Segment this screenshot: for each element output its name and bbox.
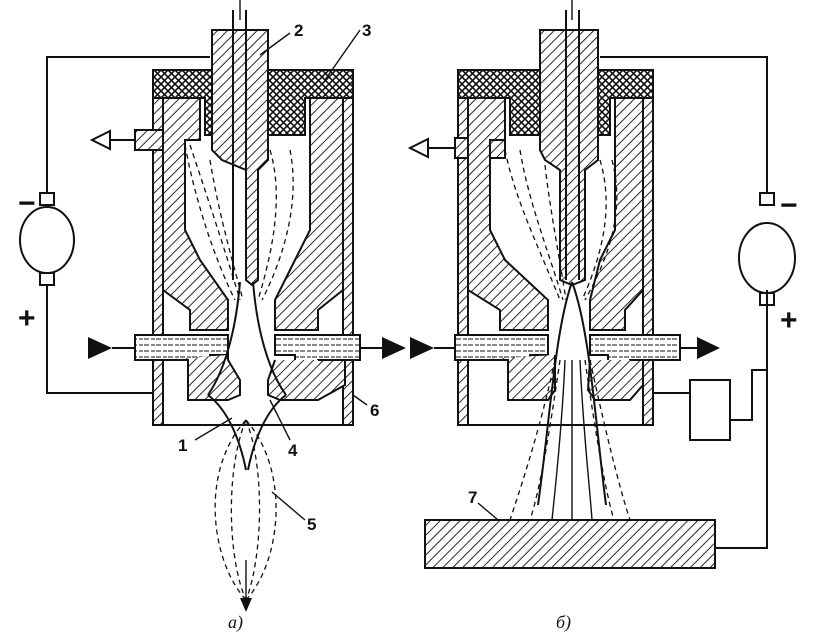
plasma-jet-b bbox=[509, 281, 631, 521]
circuit-a bbox=[19, 56, 210, 394]
water-out-arrow-a bbox=[382, 337, 406, 359]
electrode-a bbox=[211, 0, 269, 287]
leaders-a bbox=[194, 29, 368, 521]
label-5-jet: 5 bbox=[307, 515, 316, 534]
control-unit-box bbox=[689, 379, 731, 441]
label-1-electrode: 2 bbox=[294, 21, 303, 40]
label-3-insulator: 3 bbox=[362, 21, 371, 40]
minus-sign-a: − bbox=[18, 187, 36, 220]
plus-sign-a: + bbox=[18, 302, 36, 335]
dc-generator-b bbox=[738, 192, 796, 306]
water-in-arrow-a bbox=[88, 337, 112, 359]
label-4-nozzle: 4 bbox=[288, 441, 298, 460]
minus-sign-b: − bbox=[780, 189, 798, 222]
plus-sign-b: + bbox=[780, 304, 798, 337]
cooling-a bbox=[88, 334, 406, 401]
electrode-b bbox=[539, 0, 599, 287]
torch-b bbox=[407, 0, 796, 569]
caption-a: а) bbox=[228, 612, 243, 633]
torch-a bbox=[19, 0, 406, 612]
water-in-arrow-b bbox=[410, 337, 434, 359]
label-7-workpiece: 7 bbox=[468, 488, 477, 507]
cooling-b bbox=[410, 334, 720, 401]
gas-flow-b bbox=[504, 149, 618, 301]
label-6-casing: 6 bbox=[370, 401, 379, 420]
dc-generator-a bbox=[19, 192, 75, 286]
circuit-b bbox=[600, 56, 796, 549]
workpiece bbox=[424, 519, 716, 569]
water-out-arrow-b bbox=[697, 337, 720, 359]
plasma-jet-a bbox=[207, 281, 287, 612]
label-1-arc: 1 bbox=[178, 436, 187, 455]
nozzle-right-a bbox=[274, 97, 344, 331]
caption-b: б) bbox=[556, 612, 571, 633]
nozzle-left-a bbox=[162, 97, 229, 331]
